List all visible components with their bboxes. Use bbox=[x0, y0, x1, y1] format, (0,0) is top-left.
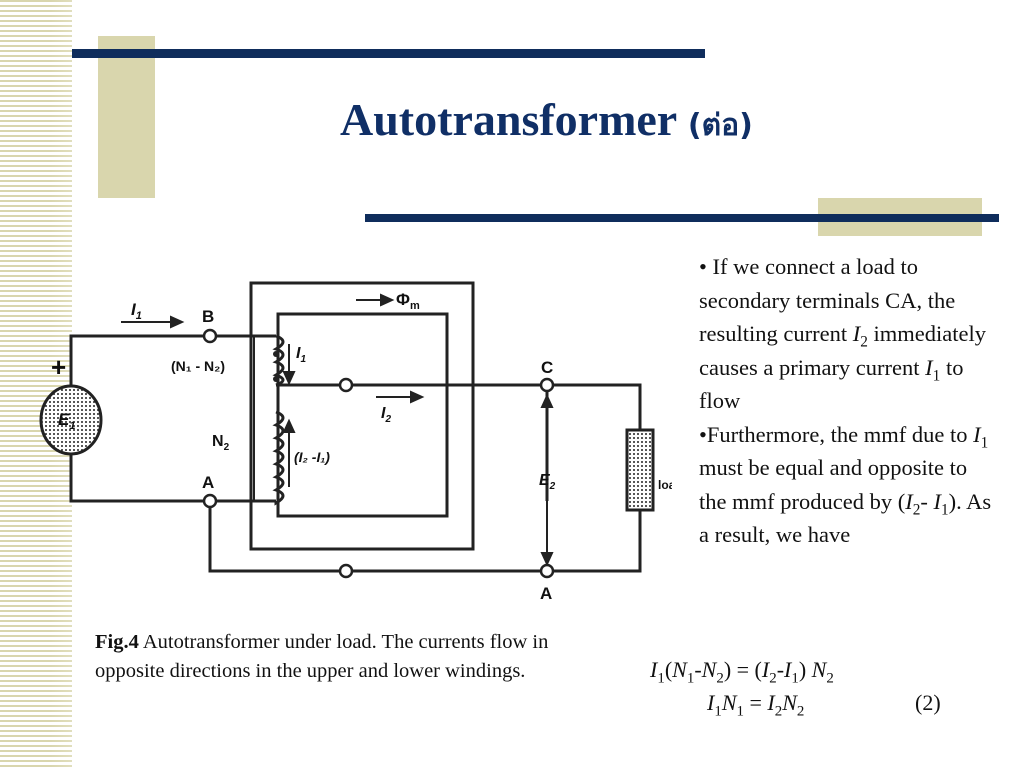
label-C: C bbox=[541, 358, 553, 377]
left-stripe-decoration bbox=[0, 0, 72, 768]
label-E1: E1 bbox=[58, 410, 75, 432]
label-plus: + bbox=[51, 352, 66, 382]
source-E1 bbox=[39, 384, 103, 456]
bullet-list: • If we connect a load to secondary term… bbox=[699, 250, 999, 552]
arrow-I2-up bbox=[282, 418, 296, 433]
arrow-E2-up bbox=[540, 393, 554, 408]
wire-return bbox=[208, 501, 642, 573]
coil-winding bbox=[272, 334, 285, 506]
terminal-B bbox=[202, 328, 218, 344]
wire-left-bottom bbox=[69, 447, 276, 503]
label-B: B bbox=[202, 307, 214, 326]
navy-bar-top bbox=[72, 49, 705, 58]
autotransformer-diagram: I1 B Φm (N₁ - N₂) I1 + E1 C I2 N2 (I₂ -I… bbox=[39, 281, 672, 603]
terminal-bottom bbox=[338, 563, 354, 579]
core-outer bbox=[249, 281, 475, 551]
equation-2: I1N1 = I2N2 bbox=[707, 690, 805, 720]
label-phi: Φm bbox=[396, 290, 420, 312]
terminal-A-right bbox=[539, 563, 555, 579]
caption-label: Fig.4 bbox=[95, 631, 139, 653]
arrow-E2-down bbox=[540, 552, 554, 567]
arrow-I1-down bbox=[282, 371, 296, 386]
bullet-item: •Furthermore, the mmf due to I1 must be … bbox=[699, 421, 992, 548]
label-load: load bbox=[658, 478, 672, 492]
label-I1-top: I1 bbox=[131, 300, 142, 322]
stripe-fade bbox=[0, 0, 72, 768]
coil-dot-top bbox=[273, 351, 279, 357]
navy-bar-bottom bbox=[365, 214, 999, 222]
terminal-tap bbox=[338, 377, 354, 393]
bullet-item: • If we connect a load to secondary term… bbox=[699, 254, 986, 413]
core-inner bbox=[276, 312, 449, 518]
label-E2: E2 bbox=[539, 472, 556, 492]
wire-C bbox=[547, 383, 642, 430]
caption-text: Autotransformer under load. The currents… bbox=[95, 631, 549, 682]
label-I1-coil: I1 bbox=[296, 345, 306, 365]
figure-caption: Fig.4 Autotransformer under load. The cu… bbox=[95, 628, 605, 685]
label-A-left: A bbox=[202, 473, 214, 492]
arrow-I2-right bbox=[410, 390, 425, 404]
terminal-C bbox=[539, 377, 555, 393]
label-I2: I2 bbox=[381, 405, 391, 425]
title-text: Autotransformer bbox=[340, 94, 677, 145]
terminal-A-left bbox=[202, 493, 218, 509]
label-N1-N2: (N₁ - N₂) bbox=[171, 358, 225, 374]
label-A-right: A bbox=[540, 584, 552, 603]
label-N2: N2 bbox=[212, 433, 230, 453]
equation-number: (2) bbox=[915, 690, 941, 715]
load-resistor bbox=[625, 428, 655, 512]
equation-1: I1(N1-N2) = (I2-I1) N2 bbox=[650, 657, 834, 687]
label-I2-minus-I1: (I₂ -I₁) bbox=[294, 449, 330, 465]
arrow-phi-right bbox=[380, 293, 395, 307]
tan-block-top bbox=[98, 36, 155, 198]
slide-title: Autotransformer (ต่อ) bbox=[340, 93, 753, 149]
title-thai-suffix: (ต่อ) bbox=[687, 108, 753, 143]
coil-dot-mid bbox=[273, 376, 279, 382]
arrow-I1-right bbox=[170, 315, 185, 329]
